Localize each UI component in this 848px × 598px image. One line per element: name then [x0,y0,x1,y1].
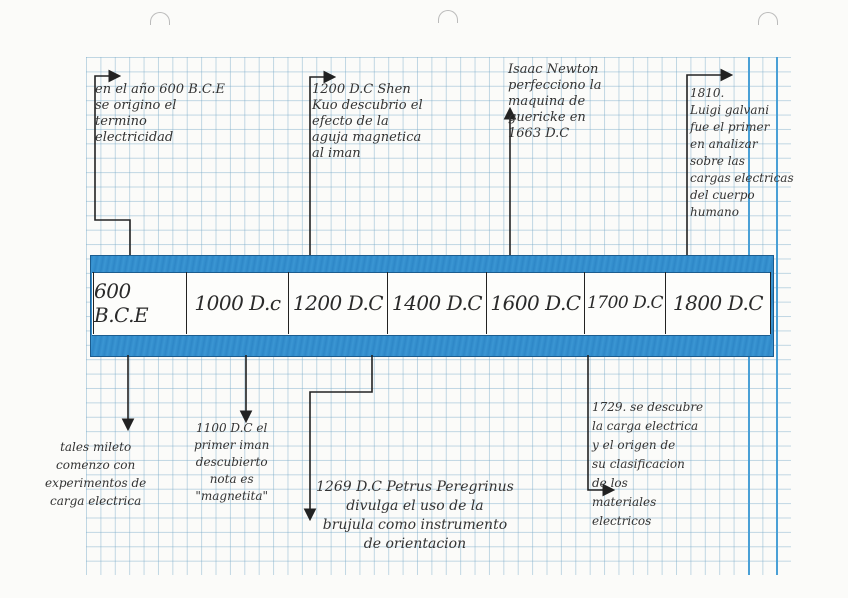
note-1729: 1729. se descubre la carga electrica y e… [592,400,704,528]
timeline-cell-1700: 1700 D.C [584,272,665,334]
note-thales: tales mileto comenzo con experimentos de… [45,440,147,508]
connector-1729 [587,355,616,497]
timeline-strip [92,272,770,336]
timeline-cell-1000: 1000 D.c [186,272,288,334]
binder-hole [150,12,170,25]
connector-1269 [303,355,373,522]
note-1200: 1200 D.C Shen Kuo descubrio el efecto de… [312,82,423,161]
note-1269: 1269 D.C Petrus Peregrinus divulga el us… [316,479,514,552]
binder-hole [438,10,458,23]
note-600bce: en el año 600 B.C.E se origino el termin… [95,82,225,145]
timeline-cell-1400: 1400 D.C [387,272,486,334]
timeline-cell-1600: 1600 D.C [486,272,584,334]
timeline-cell-1800: 1800 D.C [665,272,771,334]
margin-line [776,57,778,575]
connector-1810 [686,68,734,255]
binder-hole [758,12,778,25]
note-1100: 1100 D.C el primer iman descubierto nota… [194,421,270,503]
connector-600bce [94,69,131,255]
timeline-cell-600bce: 600 B.C.E [93,272,186,334]
timeline-cell-1200: 1200 D.C [288,272,387,334]
note-1663: Isaac Newton perfecciono la maquina de g… [508,62,602,141]
note-1810: 1810. Luigi galvani fue el primer en ana… [690,86,794,219]
connector-1200 [309,70,337,255]
